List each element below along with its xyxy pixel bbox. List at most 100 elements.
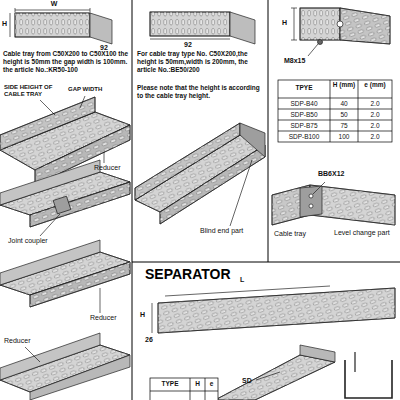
note-text: For cable tray type No. C50X200,the heig… [137, 50, 265, 73]
level-bracket [308, 44, 318, 56]
level-bracket [291, 8, 297, 9]
level-bracket [300, 8, 340, 40]
blind-end-plate [150, 12, 230, 36]
table-cell: H (mm) [330, 81, 358, 89]
level-bracket [337, 21, 343, 27]
level-bracket [291, 40, 297, 41]
reducer-plate [15, 10, 90, 11]
part-label: SD [242, 377, 256, 385]
table-grid [205, 378, 206, 400]
dimension-label: H [2, 20, 10, 28]
level-bracket [300, 8, 340, 40]
separator-tray [256, 372, 280, 380]
part-label: Joint coupler [8, 237, 68, 245]
reducer-plate [15, 13, 90, 37]
level-change-tray [309, 194, 313, 198]
table-grid [190, 378, 191, 400]
level-bracket [340, 8, 390, 44]
reducer-plate [90, 13, 112, 44]
table-cell: TYPE [150, 380, 190, 388]
separator-strip [152, 303, 153, 333]
blind-end-tray [135, 123, 265, 226]
table-cell: SDP-B100 [278, 133, 330, 141]
joint-coupler-tray [30, 182, 130, 227]
blind-end-tray [240, 123, 265, 157]
reducer-tray [0, 333, 130, 400]
part-label: Cable tray [274, 230, 324, 238]
table-grid [150, 378, 218, 400]
separator-tray [345, 360, 392, 398]
dimension-label: H [282, 19, 292, 27]
separator-tray [215, 345, 392, 400]
table-cell: 2.0 [358, 122, 392, 130]
part-label: SIDE HEIGHT OF CABLE TRAY [4, 84, 60, 98]
reducer-tray [0, 97, 95, 150]
blind-end-tray [135, 123, 240, 200]
reducer-plate [90, 8, 91, 12]
level-change-tray [272, 182, 395, 225]
column-dividers [132, 0, 400, 400]
leader-line [100, 288, 101, 313]
level-bracket [318, 40, 323, 45]
level-change-tray [310, 185, 395, 225]
reducer-tray [30, 262, 130, 307]
table-grid [278, 131, 392, 132]
leader-line [25, 347, 40, 362]
level-bracket [294, 8, 295, 40]
table-cell: SDP-B75 [278, 122, 330, 130]
part-label: Blind end part [200, 227, 264, 235]
table-grid [278, 80, 392, 142]
blind-end-tray [135, 123, 240, 200]
level-bracket [291, 8, 390, 56]
blind-end-plate [150, 39, 230, 40]
reducer-tray [0, 97, 95, 150]
dimension-label: H [140, 311, 150, 319]
separator-tray [215, 355, 335, 400]
reducer-tray [30, 355, 130, 400]
blind-end-plate [150, 12, 230, 36]
leader-line [40, 100, 55, 115]
table-grid [150, 378, 218, 400]
blind-end-plate [150, 12, 255, 44]
blind-end-tray [135, 135, 265, 212]
table-cell: 2.0 [358, 100, 392, 108]
part-label: BB6X12 [318, 170, 358, 178]
separator-tray [354, 352, 355, 372]
separator-strip [165, 286, 330, 296]
reducer-tray [0, 240, 130, 307]
blind-end-tray [160, 145, 265, 224]
part-label: Level change part [334, 229, 396, 237]
leader-line [40, 214, 60, 236]
table-grid [278, 109, 392, 110]
joint-coupler-tray [0, 160, 130, 227]
joint-coupler-tray [53, 196, 71, 214]
dimension-label: L [240, 276, 250, 284]
table-grid [278, 98, 392, 99]
note-text: Cable tray from C50X200 to C50X100 the h… [3, 50, 129, 73]
level-change-tray [309, 204, 313, 208]
dimension-label: W [47, 0, 61, 8]
reducer-plate [15, 13, 90, 37]
level-bracket [340, 8, 390, 44]
dimension-label: 26 [145, 336, 159, 344]
note-text: Please note that the height is according… [137, 84, 265, 100]
table-cell: H [190, 380, 205, 388]
dimension-label: 92 [184, 41, 200, 49]
table-cell: 50 [330, 111, 358, 119]
part-label: GAP WIDTH [68, 86, 118, 93]
column-dividers [132, 262, 400, 263]
reducer-plate [10, 13, 11, 37]
level-change-tray [300, 186, 322, 217]
table-cell: 40 [330, 100, 358, 108]
blind-end-tray [135, 135, 265, 212]
table-cell: SDP-B40 [278, 100, 330, 108]
reducer-plate [15, 8, 16, 12]
part-label: Reducer [4, 337, 42, 345]
column-dividers [268, 0, 269, 262]
reducer-tray [30, 262, 130, 307]
table-cell: 2.0 [358, 133, 392, 141]
table-grid [278, 80, 392, 142]
separator-tray [300, 345, 335, 362]
separator-strip [158, 288, 395, 333]
part-label: M8x15 [284, 57, 324, 65]
